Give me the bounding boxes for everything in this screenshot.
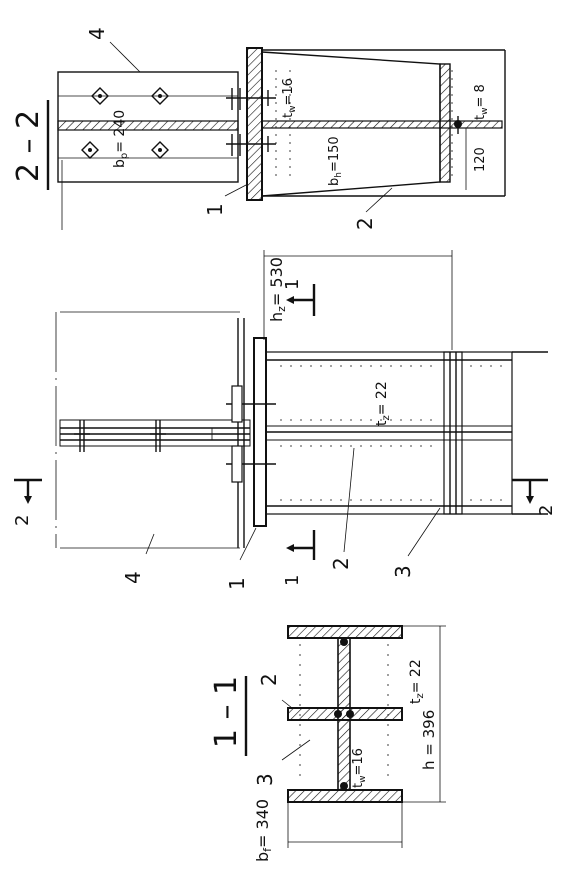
section-mark-2-right: 2 [512, 478, 557, 516]
dim-tw-label: tw=16 [351, 748, 368, 788]
label-3: 3 [391, 565, 415, 578]
leader-2 [365, 187, 393, 213]
bolt-symbol [151, 141, 169, 159]
weld-dots [334, 638, 354, 790]
svg-text:tz= 22: tz= 22 [408, 659, 426, 704]
leader-2 [343, 447, 355, 553]
svg-text:1 – 1: 1 – 1 [209, 676, 244, 748]
svg-text:2: 2 [536, 505, 557, 516]
end-plate [246, 47, 263, 201]
section-mark-1-top: 1 [282, 279, 316, 316]
label-1: 1 [225, 577, 249, 590]
bolt-symbol [151, 87, 169, 105]
rafter [55, 311, 251, 549]
dim-tz-label: tz= 22 [374, 381, 392, 426]
leader-2 [281, 699, 293, 709]
end-plate-bolts [226, 88, 276, 156]
svg-text:3: 3 [391, 565, 415, 578]
leader-1 [239, 527, 257, 561]
section-mark-1-bottom: 1 [282, 530, 316, 586]
flange [287, 789, 403, 803]
dim-hz-label: hz= 530 [267, 257, 288, 322]
svg-text:1: 1 [282, 279, 303, 290]
dim-120-label: 120 [473, 147, 488, 172]
dim-bp-label: bp= 240 [112, 110, 130, 168]
svg-text:2: 2 [353, 217, 377, 230]
label-2: 2 [257, 673, 281, 686]
svg-text:1: 1 [282, 575, 303, 586]
dim-tz-label: tz= 22 [408, 659, 426, 704]
section-1-1: 1 – 1 h = 396 bf= 340 [209, 625, 446, 862]
column [265, 351, 548, 515]
svg-text:2: 2 [329, 557, 353, 570]
bolt-symbol [150, 420, 166, 452]
column-stiffener [261, 49, 506, 197]
section-2-2-title: 2 – 2 [11, 110, 46, 182]
svg-text:bp= 240: bp= 240 [112, 110, 130, 168]
svg-text:bh=150: bh=150 [327, 136, 344, 186]
svg-text:4: 4 [85, 27, 109, 40]
dim-bh-label: bh=150 [327, 136, 344, 186]
leader-4 [109, 41, 141, 73]
leader-1 [224, 183, 249, 197]
svg-text:hz= 530: hz= 530 [267, 257, 288, 322]
leader-3 [281, 739, 311, 761]
elevation-bolts [226, 385, 276, 483]
leader-4 [145, 533, 155, 555]
svg-text:tw=16: tw=16 [281, 78, 298, 118]
bolt-symbol [74, 420, 90, 452]
elevation-view: 1 1 2 2 hz= 530 tz= 22 [12, 250, 557, 590]
section-mark-2-left: 2 [12, 478, 42, 526]
svg-text:1: 1 [203, 203, 227, 216]
label-2: 2 [353, 217, 377, 230]
svg-text:2: 2 [12, 515, 33, 526]
leader-3 [407, 507, 441, 557]
dim-tw8-label: tw= 8 [473, 84, 490, 120]
svg-text:2: 2 [257, 673, 281, 686]
svg-text:4: 4 [121, 571, 145, 584]
dim-tw16-label: tw=16 [281, 78, 298, 118]
svg-text:tw=16: tw=16 [351, 748, 368, 788]
rafter-web-plate [57, 71, 239, 183]
bolt-symbol [81, 141, 99, 159]
label-4: 4 [85, 27, 109, 40]
svg-text:bf= 340: bf= 340 [253, 799, 274, 862]
label-2: 2 [329, 557, 353, 570]
elevation-end-plate [253, 337, 267, 527]
section-2-2: 2 – 2 [11, 27, 506, 230]
label-4: 4 [121, 571, 145, 584]
dim-h-label: h = 396 [420, 710, 438, 770]
bolt-symbol [91, 87, 109, 105]
svg-text:3: 3 [253, 773, 277, 786]
svg-text:120: 120 [473, 147, 488, 172]
svg-text:2 – 2: 2 – 2 [11, 110, 46, 182]
flange [287, 625, 403, 639]
svg-text:1: 1 [225, 577, 249, 590]
label-3: 3 [253, 773, 277, 786]
svg-text:h = 396: h = 396 [420, 710, 438, 770]
dim-bf-label: bf= 340 [253, 799, 274, 862]
section-1-1-title: 1 – 1 [209, 676, 244, 748]
svg-text:tz= 22: tz= 22 [374, 381, 392, 426]
svg-text:tw= 8: tw= 8 [473, 84, 490, 120]
label-1: 1 [203, 203, 227, 216]
